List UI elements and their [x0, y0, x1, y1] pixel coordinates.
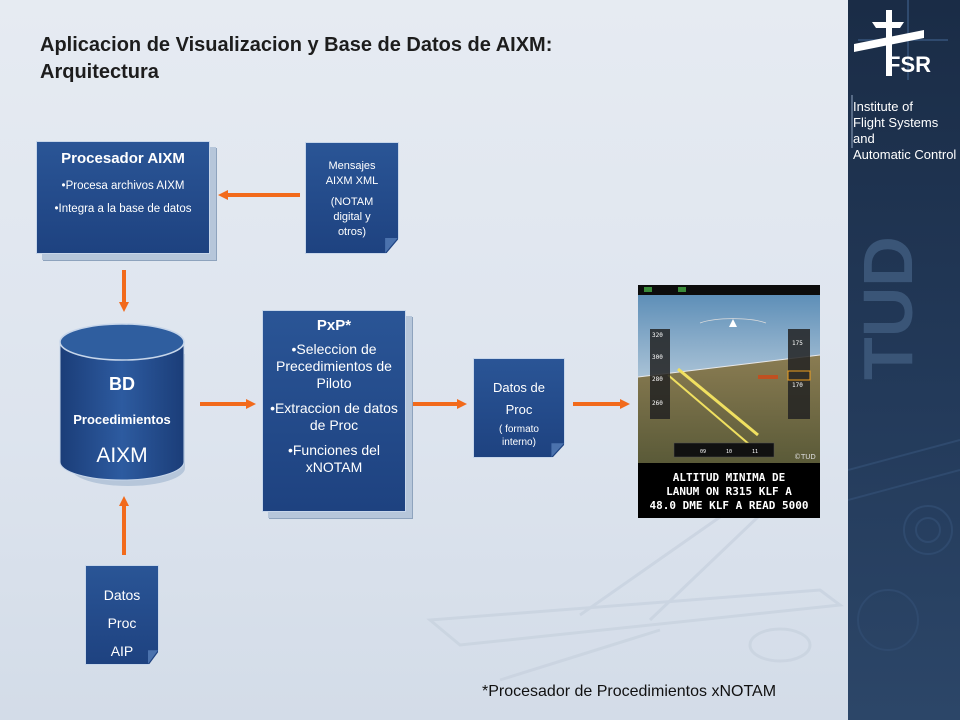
datos-proc-line-2: Proc	[505, 402, 533, 417]
pfd-notam-line-2: LANUM ON R315 KLF A	[666, 485, 792, 498]
pxp-bullet-3: •Funciones del xNOTAM	[287, 442, 381, 475]
pxp-box: PxP* •Seleccion de Precedimientos de Pil…	[262, 310, 406, 512]
bd-database-cylinder: BD Procedimientos AIXM	[58, 322, 186, 486]
pfd-alt-tick: 170	[792, 382, 803, 389]
datos-aip-line-1: Datos	[103, 587, 141, 603]
pxp-title: PxP*	[316, 317, 352, 334]
mensajes-line-1: Mensajes	[328, 160, 376, 172]
pxp-bullet-1: •Seleccion de Precedimientos de Piloto	[276, 341, 392, 391]
pfd-speed-tick: 260	[652, 400, 663, 407]
pxp-bullet-2: •Extraccion de datos de Proc	[270, 400, 398, 433]
datos-proc-document: Datos de Proc ( formato interno)	[473, 358, 565, 458]
pfd-heading-tick: 10	[726, 449, 732, 455]
institute-name: Institute of Flight Systems and Automati…	[853, 99, 960, 163]
fsr-logo-text: FSR	[887, 52, 931, 77]
pfd-notam-line-1: ALTITUD MINIMA DE	[672, 471, 786, 484]
institute-line-1: Institute of	[853, 99, 913, 114]
tud-watermark-text: TUD	[849, 236, 927, 380]
datos-proc-line-4: interno)	[502, 437, 536, 448]
footnote: *Procesador de Procedimientos xNOTAM	[482, 683, 777, 700]
datos-aip-line-2: Proc	[107, 615, 137, 631]
title-line-1: Aplicacion de Visualizacion y Base de Da…	[40, 34, 553, 56]
pfd-heading-tick: 09	[700, 449, 706, 455]
bd-title: BD	[109, 374, 135, 394]
pfd-synthetic-view: 320 300 280 260 175 170 09 10 11 ©TUD	[638, 285, 820, 463]
mensajes-line-4: digital y	[333, 211, 371, 223]
primary-flight-display: 320 300 280 260 175 170 09 10 11 ©TUD AL…	[638, 285, 820, 518]
fsr-logo-icon	[854, 10, 924, 76]
datos-proc-line-3: ( formato	[498, 424, 539, 435]
database-cylinder-icon	[59, 323, 185, 486]
mensajes-line-5: otros)	[337, 226, 367, 238]
institute-line-2: Flight Systems and	[853, 115, 939, 146]
bd-subtitle: Procedimientos	[73, 412, 171, 427]
sidebar-graphics: TUD	[848, 0, 960, 651]
institute-line-3: Automatic Control	[853, 147, 957, 162]
procesador-bullet-2: •Integra a la base de datos	[54, 203, 192, 215]
pfd-notam-text: ALTITUD MINIMA DE LANUM ON R315 KLF A 48…	[638, 471, 820, 513]
pfd-speed-tick: 300	[652, 354, 663, 361]
title-line-2: Arquitectura	[40, 61, 159, 83]
procesador-bullet-1: •Procesa archivos AIXM	[61, 180, 185, 192]
pfd-heading-tick: 11	[752, 449, 758, 455]
pfd-speed-tick: 320	[652, 332, 663, 339]
slide-title: Aplicacion de Visualizacion y Base de Da…	[40, 32, 740, 86]
procesador-aixm-box: Procesador AIXM •Procesa archivos AIXM •…	[36, 141, 210, 254]
mensajes-line-2: AIXM XML	[325, 175, 379, 187]
pfd-notam-line-3: 48.0 DME KLF A READ 5000	[649, 499, 809, 512]
pfd-copyright: ©TUD	[794, 453, 816, 461]
procesador-title: Procesador AIXM	[61, 150, 185, 167]
datos-proc-line-1: Datos de	[492, 380, 546, 395]
page-fold-icon	[147, 650, 158, 664]
bd-label: AIXM	[96, 444, 148, 467]
mensajes-aixm-document: Mensajes AIXM XML (NOTAM digital y otros…	[305, 142, 399, 254]
pfd-speed-tick: 280	[652, 376, 663, 383]
mensajes-line-3: (NOTAM	[330, 196, 374, 208]
datos-aip-line-3: AIP	[110, 643, 134, 659]
flow-arrows	[119, 190, 630, 555]
pfd-alt-tick: 175	[792, 340, 803, 347]
datos-aip-document: Datos Proc AIP	[85, 565, 159, 665]
institute-sidebar: TUD FSR Institute of Flight Systems and …	[848, 0, 960, 720]
